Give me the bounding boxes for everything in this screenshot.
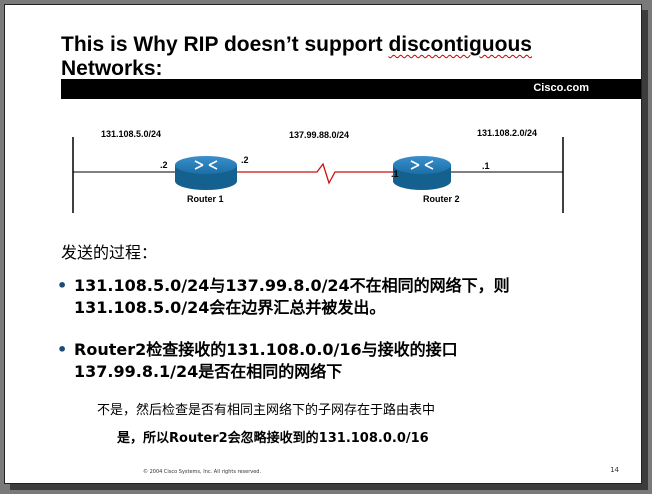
router2-right-interface: .1	[482, 161, 490, 171]
router1-icon	[175, 156, 237, 190]
title-line1: This is Why RIP doesn’t support	[61, 33, 389, 56]
bullet-2-line1: Router2检查接收的131.108.0.0/16与接收的接口	[74, 340, 458, 359]
bullet-2-line2: 137.99.8.1/24是否在相同的网络下	[74, 362, 343, 381]
router1-label: Router 1	[187, 194, 224, 204]
router2-icon	[393, 156, 451, 190]
title-spellcheck-word: discontiguous	[388, 33, 532, 56]
title-line2: Networks:	[61, 57, 163, 80]
bullet-1-line2: 131.108.5.0/24会在边界汇总并被发出。	[74, 298, 386, 317]
slide-title: This is Why RIP doesn’t support disconti…	[61, 33, 532, 81]
router1-left-interface: .2	[160, 160, 168, 170]
sub-point-1: 不是，然后检查是否有相同主网络下的子网存在于路由表中	[97, 403, 436, 418]
bullet-1-line1: 131.108.5.0/24与137.99.8.0/24不在相同的网络下，则	[74, 276, 510, 295]
router2-label: Router 2	[423, 194, 460, 204]
router1-right-interface: .2	[241, 155, 249, 165]
serial-link	[237, 162, 393, 185]
cisco-logo-text: Cisco.com	[533, 82, 589, 94]
page-number: 14	[610, 466, 619, 474]
bullet-1-marker: •	[57, 276, 68, 295]
process-heading: 发送的过程：	[61, 243, 158, 262]
slide: This is Why RIP doesn’t support disconti…	[4, 4, 642, 484]
sub-point-2: 是，所以Router2会忽略接收到的131.108.0.0/16	[117, 431, 429, 446]
left-network-label: 131.108.5.0/24	[101, 129, 161, 139]
middle-network-label: 137.99.88.0/24	[289, 130, 349, 140]
header-banner: Cisco.com	[61, 79, 641, 99]
right-network-label: 131.108.2.0/24	[477, 128, 537, 138]
copyright-footer: © 2004 Cisco Systems, Inc. All rights re…	[143, 469, 262, 475]
router2-left-interface: .1	[391, 169, 399, 179]
network-diagram: 131.108.5.0/24 137.99.88.0/24 131.108.2.…	[72, 128, 564, 213]
bullet-2-marker: •	[57, 340, 68, 359]
